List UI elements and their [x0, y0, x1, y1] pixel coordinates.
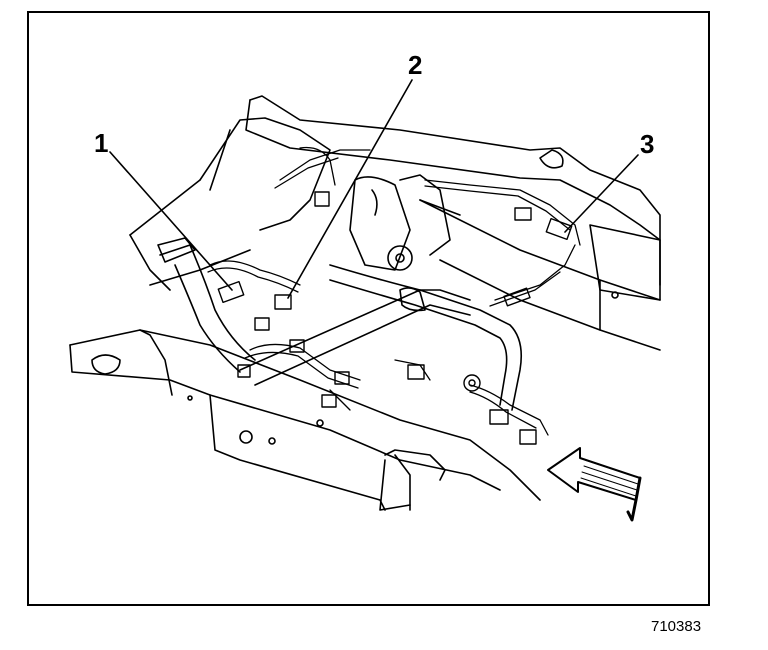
callout-3-label: 3 [640, 129, 655, 159]
connectors [217, 191, 573, 445]
frame-right-rail [419, 199, 661, 351]
wiring-harness [207, 146, 581, 436]
callout-1-leader [109, 151, 233, 291]
front-frame-rail [69, 329, 541, 511]
figure-number: 710383 [651, 618, 702, 635]
callout-1-label: 1 [94, 128, 109, 158]
callout-2-label: 2 [408, 50, 423, 80]
callout-leaders [109, 79, 639, 299]
callout-3-leader [564, 154, 639, 233]
left-bracket [129, 117, 331, 291]
arrow-forward-icon [547, 447, 642, 522]
illustration-frame [27, 11, 710, 606]
transmission-housing [349, 174, 461, 271]
exhaust-pipe [157, 237, 256, 373]
callout-2-leader [287, 79, 413, 299]
center-pipe [329, 264, 523, 411]
